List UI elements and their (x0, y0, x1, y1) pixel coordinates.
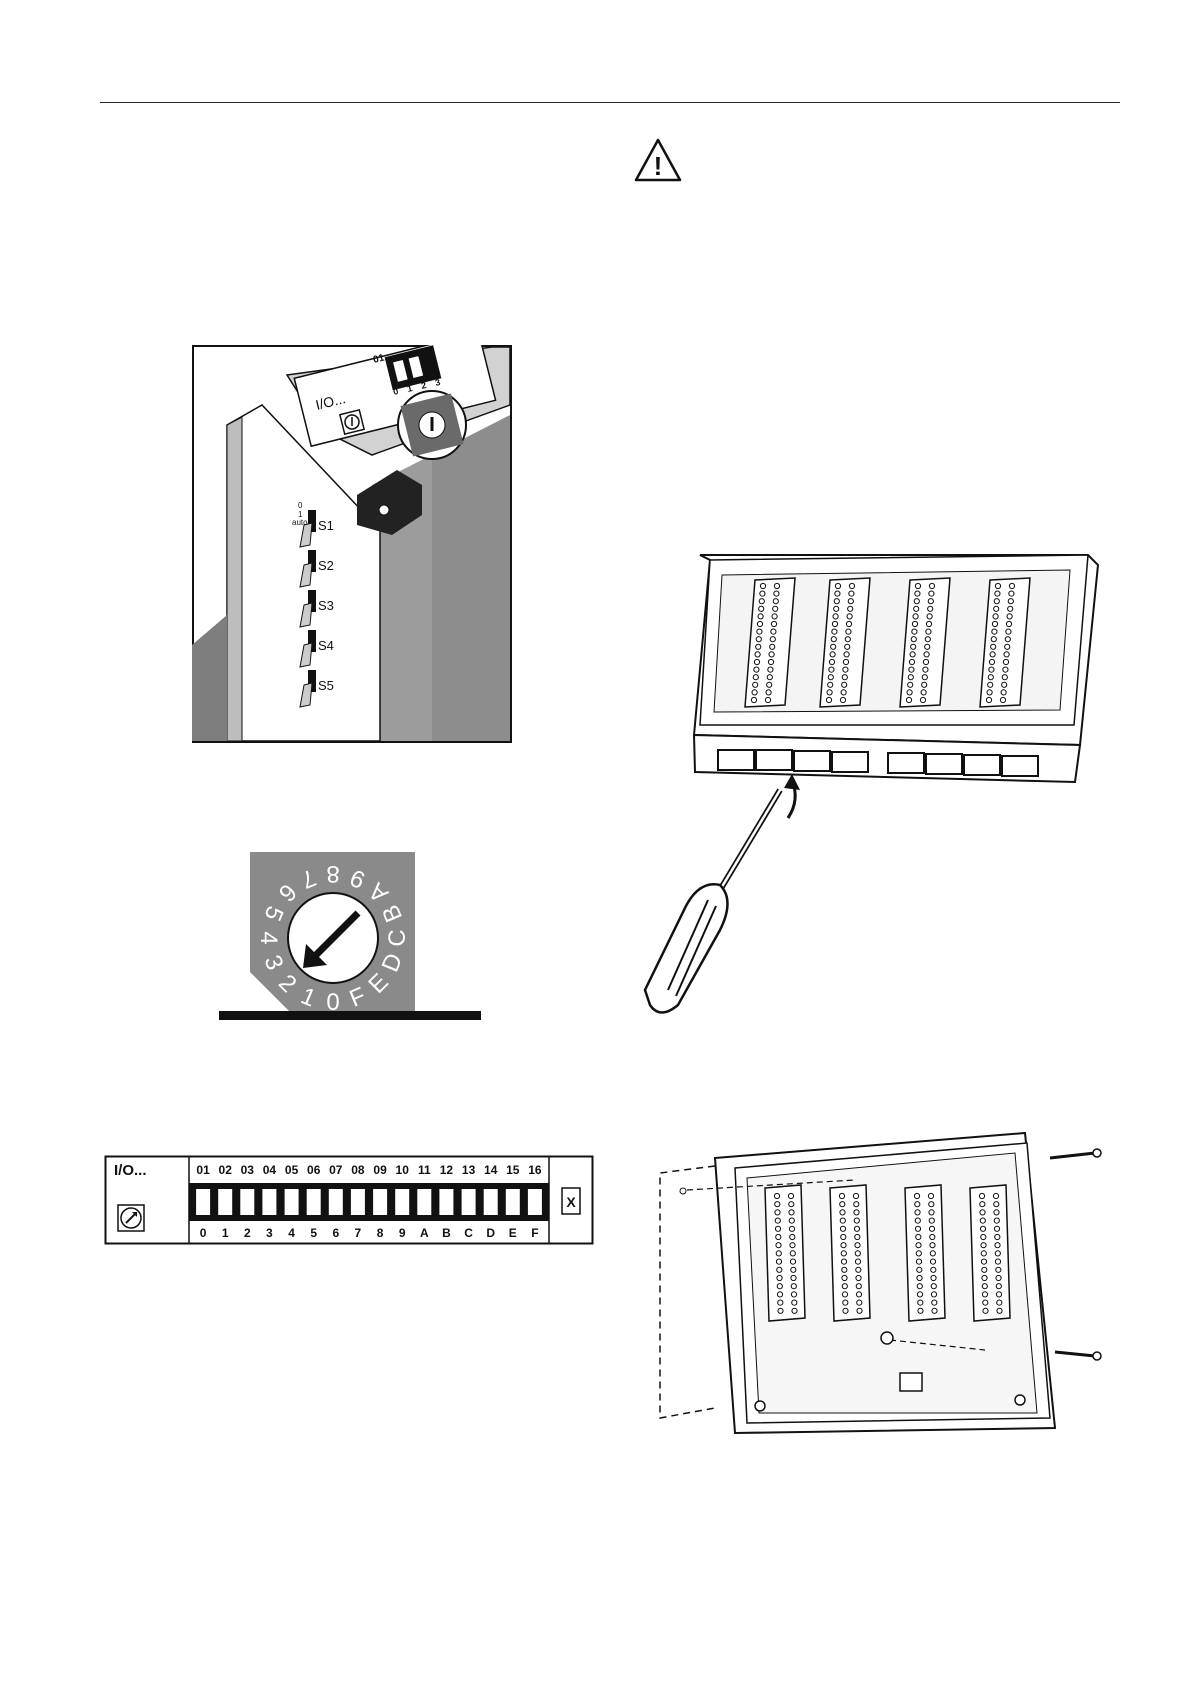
strip-top-number: 15 (506, 1163, 520, 1177)
strip-switch-cell (262, 1189, 276, 1215)
strip-top-number: 12 (440, 1163, 454, 1177)
strip-io-label: I/O... (114, 1162, 147, 1179)
strip-top-number: 13 (462, 1163, 476, 1177)
screwdriver-icon (645, 790, 780, 1013)
closeup-rotary-switch (398, 391, 466, 459)
switch-label-s1: S1 (318, 518, 334, 533)
strip-bottom-number: C (464, 1226, 473, 1240)
strip-top-number: 08 (351, 1163, 365, 1177)
strip-switch-cell (462, 1189, 476, 1215)
strip-switch-cell (329, 1189, 343, 1215)
strip-close-mark: X (566, 1194, 576, 1210)
device-closeup-figure: I/O... 01 0 1 2 3 0 1 auto S1 S2 (192, 345, 512, 743)
svg-text:0: 0 (298, 501, 303, 510)
strip-bottom-number: B (442, 1226, 451, 1240)
strip-top-number: 09 (373, 1163, 387, 1177)
caution-symbol: ! (654, 151, 663, 181)
strip-bottom-number: 2 (244, 1226, 251, 1240)
header-rule (100, 102, 1120, 103)
strip-top-number: 04 (263, 1163, 277, 1177)
strip-top-number: 14 (484, 1163, 498, 1177)
strip-rotary-icon (118, 1205, 144, 1231)
strip-switch-cell (240, 1189, 254, 1215)
strip-bottom-number: 0 (200, 1226, 207, 1240)
dial-digit: 4 (255, 931, 282, 944)
strip-bottom-number: 1 (222, 1226, 229, 1240)
strip-switch-cell (351, 1189, 365, 1215)
mount-terminal-block (830, 1185, 870, 1321)
strip-bottom-number: 8 (377, 1226, 384, 1240)
strip-switch-cell (439, 1189, 453, 1215)
switch-label-s2: S2 (318, 558, 334, 573)
screw-icon (1055, 1352, 1101, 1360)
terminal-base-screwdriver-figure (640, 550, 1110, 1020)
switch-label-s5: S5 (318, 678, 334, 693)
mount-terminal-block (765, 1185, 805, 1321)
strip-top-number: 06 (307, 1163, 321, 1177)
strip-top-number: 16 (528, 1163, 542, 1177)
strip-switch-cell (395, 1189, 409, 1215)
screw-icon (1050, 1149, 1101, 1158)
strip-switch-cell (484, 1189, 498, 1215)
strip-switch-cell (307, 1189, 321, 1215)
strip-top-number: 02 (219, 1163, 233, 1177)
strip-switch-cell (285, 1189, 299, 1215)
strip-switch-cell (373, 1189, 387, 1215)
strip-top-number: 10 (396, 1163, 410, 1177)
caution-triangle-icon: ! (633, 137, 683, 183)
strip-bottom-number: 3 (266, 1226, 273, 1240)
strip-bottom-number: 9 (399, 1226, 406, 1240)
strip-bottom-number: 4 (288, 1226, 295, 1240)
strip-top-number: 01 (196, 1163, 210, 1177)
strip-bottom-number: F (531, 1226, 538, 1240)
terminal-base-mounting-figure (655, 1128, 1105, 1438)
strip-top-number: 07 (329, 1163, 343, 1177)
dial-digit: 8 (326, 860, 339, 887)
strip-bottom-number: E (509, 1226, 517, 1240)
dial-digit: C (384, 929, 411, 946)
strip-top-number: 05 (285, 1163, 299, 1177)
closeup-rotary-icon (340, 410, 364, 434)
switch-label-s4: S4 (318, 638, 334, 653)
strip-bottom-number: 7 (355, 1226, 362, 1240)
strip-switch-cell (417, 1189, 431, 1215)
strip-bottom-number: 6 (332, 1226, 339, 1240)
strip-bottom-number: D (486, 1226, 495, 1240)
strip-bottom-number: 5 (310, 1226, 317, 1240)
strip-switch-cell (218, 1189, 232, 1215)
strip-bottom-number: A (420, 1226, 429, 1240)
strip-top-number: 11 (418, 1163, 431, 1177)
mount-terminal-block (970, 1185, 1010, 1321)
mount-terminal-block (905, 1185, 945, 1321)
switch-label-s3: S3 (318, 598, 334, 613)
strip-top-number: 03 (241, 1163, 255, 1177)
strip-switch-cell (196, 1189, 210, 1215)
strip-switch-cell (528, 1189, 542, 1215)
strip-switch-cell (506, 1189, 520, 1215)
